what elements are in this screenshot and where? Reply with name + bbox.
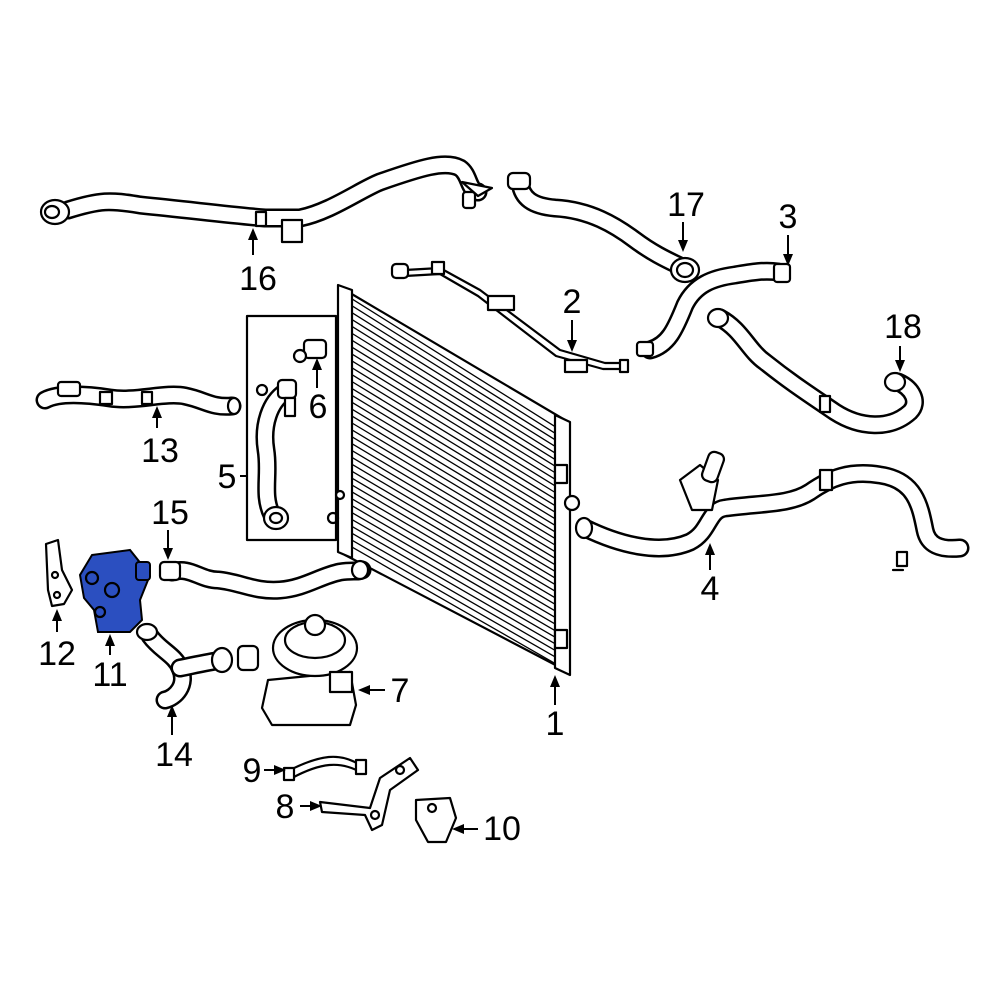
callout-15: 15 [151,494,189,532]
radiator-fin [351,429,556,553]
radiator-fin [351,470,556,592]
radiator-fin [351,546,556,664]
radiator-fin [351,381,556,507]
callout-6: 6 [309,388,328,426]
callout-4: 4 [701,570,720,608]
radiator-fin [351,422,556,546]
hose-15[interactable] [158,559,372,600]
leader-lines [52,222,905,834]
hose-5-group[interactable] [245,314,338,542]
gasket-12[interactable] [44,538,74,608]
strap-9[interactable] [282,755,368,782]
callout-5: 5 [218,458,237,496]
hose-4[interactable] [574,450,970,572]
radiator-fin [351,305,556,434]
radiator-fin [351,505,556,625]
radiator-fin [351,353,556,480]
radiator-fin [351,346,556,474]
radiator-fin [351,339,556,467]
callout-labels: 1 2 3 4 5 6 7 8 9 10 11 12 13 14 15 16 1… [38,186,922,848]
radiator-fin [351,484,556,605]
callout-9: 9 [243,752,262,790]
callout-7: 7 [391,672,410,710]
callout-13: 13 [141,432,179,470]
radiator-fin [351,298,556,428]
radiator-fin [351,415,556,539]
radiator-fin [351,319,556,447]
radiator[interactable] [326,283,581,677]
radiator-fin [351,332,556,461]
valve-11[interactable] [78,548,151,633]
callout-3: 3 [779,198,798,236]
radiator-fin [351,401,556,526]
hose-13[interactable] [35,380,242,416]
radiator-fin [351,477,556,599]
hose-18[interactable] [706,307,924,435]
hose-17[interactable] [506,171,701,284]
radiator-fin [351,498,556,618]
bracket-10[interactable] [414,796,458,844]
radiator-fin [351,374,556,500]
bracket-8[interactable] [318,756,420,832]
callout-12: 12 [38,635,76,673]
radiator-fins [351,298,556,664]
radiator-fin [351,450,556,572]
callout-14: 14 [155,736,193,774]
radiator-fin [351,443,556,566]
radiator-fin [351,491,556,612]
radiator-fin [351,312,556,441]
radiator-fin [351,463,556,586]
water-pump-7[interactable] [236,613,359,727]
radiator-fin [351,436,556,559]
hose-3[interactable] [635,261,792,360]
callout-17: 17 [667,186,705,224]
callout-10: 10 [483,810,521,848]
callout-1: 1 [546,705,565,743]
hose-14[interactable] [135,622,234,710]
callout-8: 8 [276,788,295,826]
hose-16[interactable] [39,155,494,244]
radiator-fin [351,394,556,520]
radiator-fin [351,360,556,487]
callout-11: 11 [92,656,127,694]
connector-6[interactable] [292,338,328,364]
radiator-fin [351,367,556,493]
radiator-fin [351,525,556,645]
callout-16: 16 [239,260,277,298]
callout-2: 2 [563,283,582,321]
radiator-fin [351,408,556,533]
radiator-fin [351,512,556,632]
tube-2[interactable] [390,260,630,374]
radiator-fin [351,539,556,658]
radiator-fin [351,456,556,579]
radiator-fin [351,387,556,513]
callout-18: 18 [884,308,922,346]
radiator-fin [351,532,556,651]
radiator-fin [351,325,556,454]
radiator-fin [351,518,556,638]
